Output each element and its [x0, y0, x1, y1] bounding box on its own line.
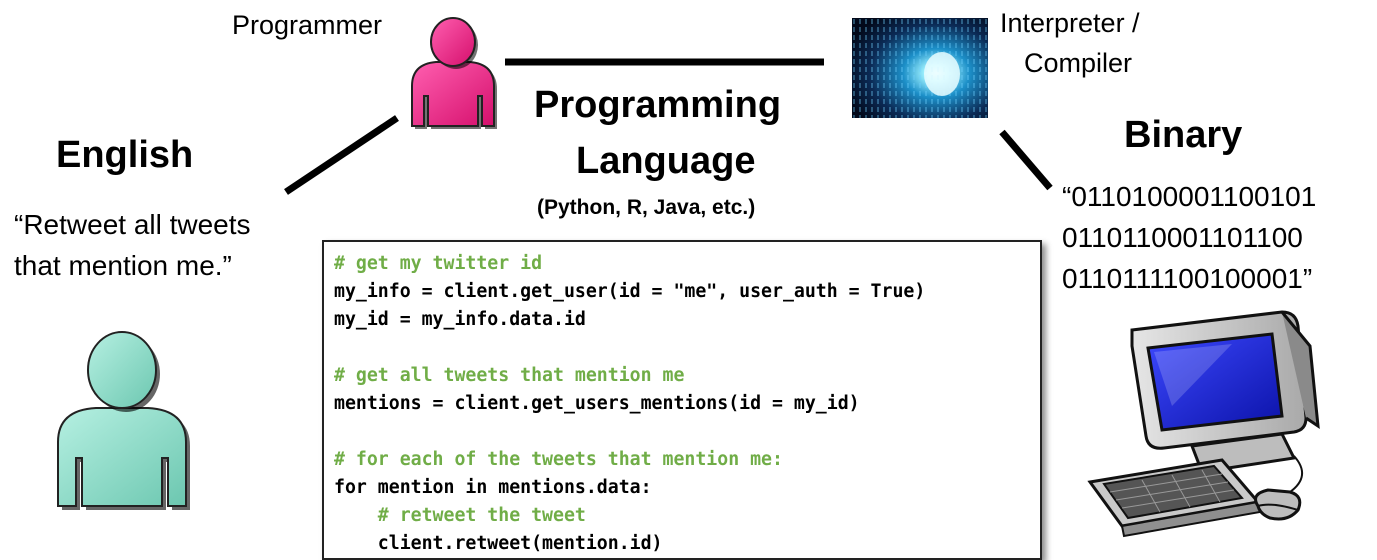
- english-quote-line2: that mention me.”: [14, 250, 232, 281]
- code-line: mentions = client.get_users_mentions(id …: [334, 393, 860, 414]
- programming-language-heading-line2: Language: [576, 140, 756, 182]
- code-blank-line: [334, 418, 925, 446]
- code-line: for mention in mentions.data:: [334, 477, 652, 498]
- programming-language-examples: (Python, R, Java, etc.): [537, 196, 756, 219]
- code-box: # get my twitter id my_info = client.get_…: [322, 240, 1042, 560]
- english-quote-line1: “Retweet all tweets: [14, 209, 251, 240]
- interpreter-label-line1: Interpreter /: [1000, 8, 1140, 38]
- interpreter-label-line2: Compiler: [1024, 48, 1133, 78]
- connector-english-programmer: [284, 115, 399, 195]
- english-person-icon: [57, 331, 190, 510]
- programmer-person-icon: [411, 17, 497, 129]
- code-lines: # get my twitter id my_info = client.get_…: [334, 250, 925, 558]
- binary-line1: “0110100001100101: [1062, 181, 1317, 212]
- code-comment-line: # get all tweets that mention me: [334, 365, 685, 386]
- code-comment-line: # for each of the tweets that mention me…: [334, 449, 783, 470]
- code-line: my_info = client.get_user(id = "me", use…: [334, 281, 926, 302]
- connector-interpreter-binary: [999, 129, 1053, 191]
- binary-line3: 0110111100100001”: [1062, 263, 1313, 294]
- code-blank-line: [334, 334, 925, 362]
- programmer-label: Programmer: [232, 10, 383, 40]
- code-comment-line: # retweet the tweet: [334, 505, 586, 526]
- english-heading: English: [56, 134, 194, 176]
- binary-heading: Binary: [1124, 114, 1243, 156]
- binary-line2: 0110110001101100: [1062, 222, 1303, 253]
- interpreter-tunnel-image: [852, 18, 988, 118]
- computer-icon: [1087, 310, 1320, 538]
- code-line: client.retweet(mention.id): [334, 533, 663, 554]
- programming-language-heading-line1: Programming: [534, 84, 782, 126]
- code-line: my_id = my_info.data.id: [334, 309, 586, 330]
- code-comment-line: # get my twitter id: [334, 253, 543, 274]
